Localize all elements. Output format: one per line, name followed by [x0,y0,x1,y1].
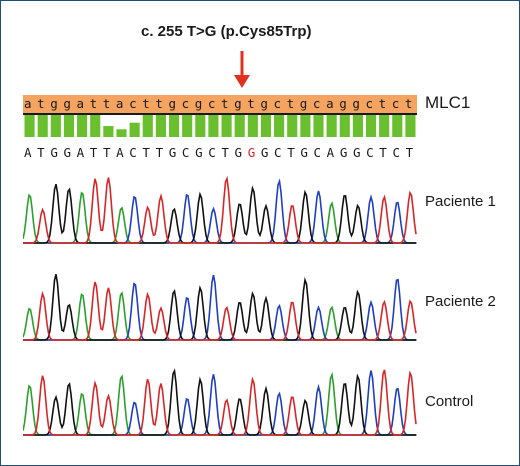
quality-bar [274,115,285,137]
reference-base: g [299,96,308,111]
reference-base: a [326,96,334,111]
reference-base: c [312,96,321,111]
chromatogram-trace-2 [23,274,417,341]
quality-bar [142,115,153,137]
quality-bar [129,122,140,137]
quality-bar [326,115,337,137]
quality-bar [234,115,245,137]
quality-bar [77,115,88,137]
called-sequence-mutant-base: G [247,145,261,160]
reference-base: c [365,96,373,111]
quality-bar [195,115,206,137]
trace-line-t [23,175,417,244]
quality-bar [221,115,232,137]
reference-base: t [37,96,45,111]
mutation-label: c. 255 T>G (p.Cys85Trp) [141,23,312,40]
sample-label-1: Paciente 1 [425,193,496,210]
quality-bar [365,115,377,137]
sample-label-3: Control [425,393,474,410]
quality-bar [392,115,403,137]
called-sequence-after: GCTGCAGGCTCT [260,145,419,160]
sample-label-2: Paciente 2 [425,293,496,310]
quality-bar [208,115,219,137]
quality-bar [247,115,258,137]
quality-bar [182,115,193,137]
chromatogram-trace-3 [23,368,417,436]
called-sequence: ATGGATTACTTGCGCTGGGCTGCAGGCTCT [23,145,419,160]
reference-base: a [76,96,85,111]
gene-label: MLC1 [425,93,471,112]
quality-bar [37,115,48,137]
called-sequence-before: ATGGATTACTTGCGCTG [24,145,248,160]
quality-bar [155,115,166,137]
trace-line-g [23,368,416,436]
mutation-arrow-icon [234,51,250,88]
reference-base: t [378,96,387,111]
quality-bar [313,115,324,137]
trace-line-c [23,274,416,341]
quality-bar [24,115,35,137]
quality-bar [339,115,350,137]
quality-bar [405,115,416,137]
trace-line-c [23,178,416,244]
reference-base: c [207,96,216,111]
quality-bar [50,115,61,137]
trace-line-g [23,183,416,244]
reference-base: t [142,96,150,111]
quality-bar [63,115,75,137]
quality-bar [116,129,127,137]
reference-base: g [63,96,71,111]
quality-bar [352,115,363,137]
reference-base: g [50,96,58,111]
reference-base: c [273,96,282,111]
reference-base: g [339,96,347,111]
quality-bar [260,115,272,137]
trace-line-t [23,281,417,341]
reference-base: c [129,96,137,111]
reference-sequence-bar [23,95,417,115]
reference-base: a [24,96,32,111]
quality-bar [103,126,114,137]
reference-base: g [352,96,360,111]
reference-base: a [115,96,124,111]
reference-base: g [168,96,176,111]
reference-base: c [391,96,400,111]
reference-base: g [260,96,268,111]
quality-bar [379,115,390,137]
reference-base: t [286,96,295,111]
quality-bar [287,115,298,137]
reference-base: t [247,96,255,111]
reference-base: c [181,96,190,111]
reference-base: t [89,96,98,111]
reference-base: t [404,96,413,111]
reference-base: g [194,96,203,111]
trace-line-g [23,274,416,341]
chromatogram-trace-1 [23,175,417,244]
trace-line-t [23,369,417,436]
reference-base: g [234,96,242,111]
quality-bars [24,115,416,137]
reference-base: t [155,96,163,111]
quality-bar [168,115,180,137]
reference-base: t [221,96,229,111]
quality-bar [300,115,311,137]
quality-bar [90,115,101,137]
reference-base: t [102,96,111,111]
